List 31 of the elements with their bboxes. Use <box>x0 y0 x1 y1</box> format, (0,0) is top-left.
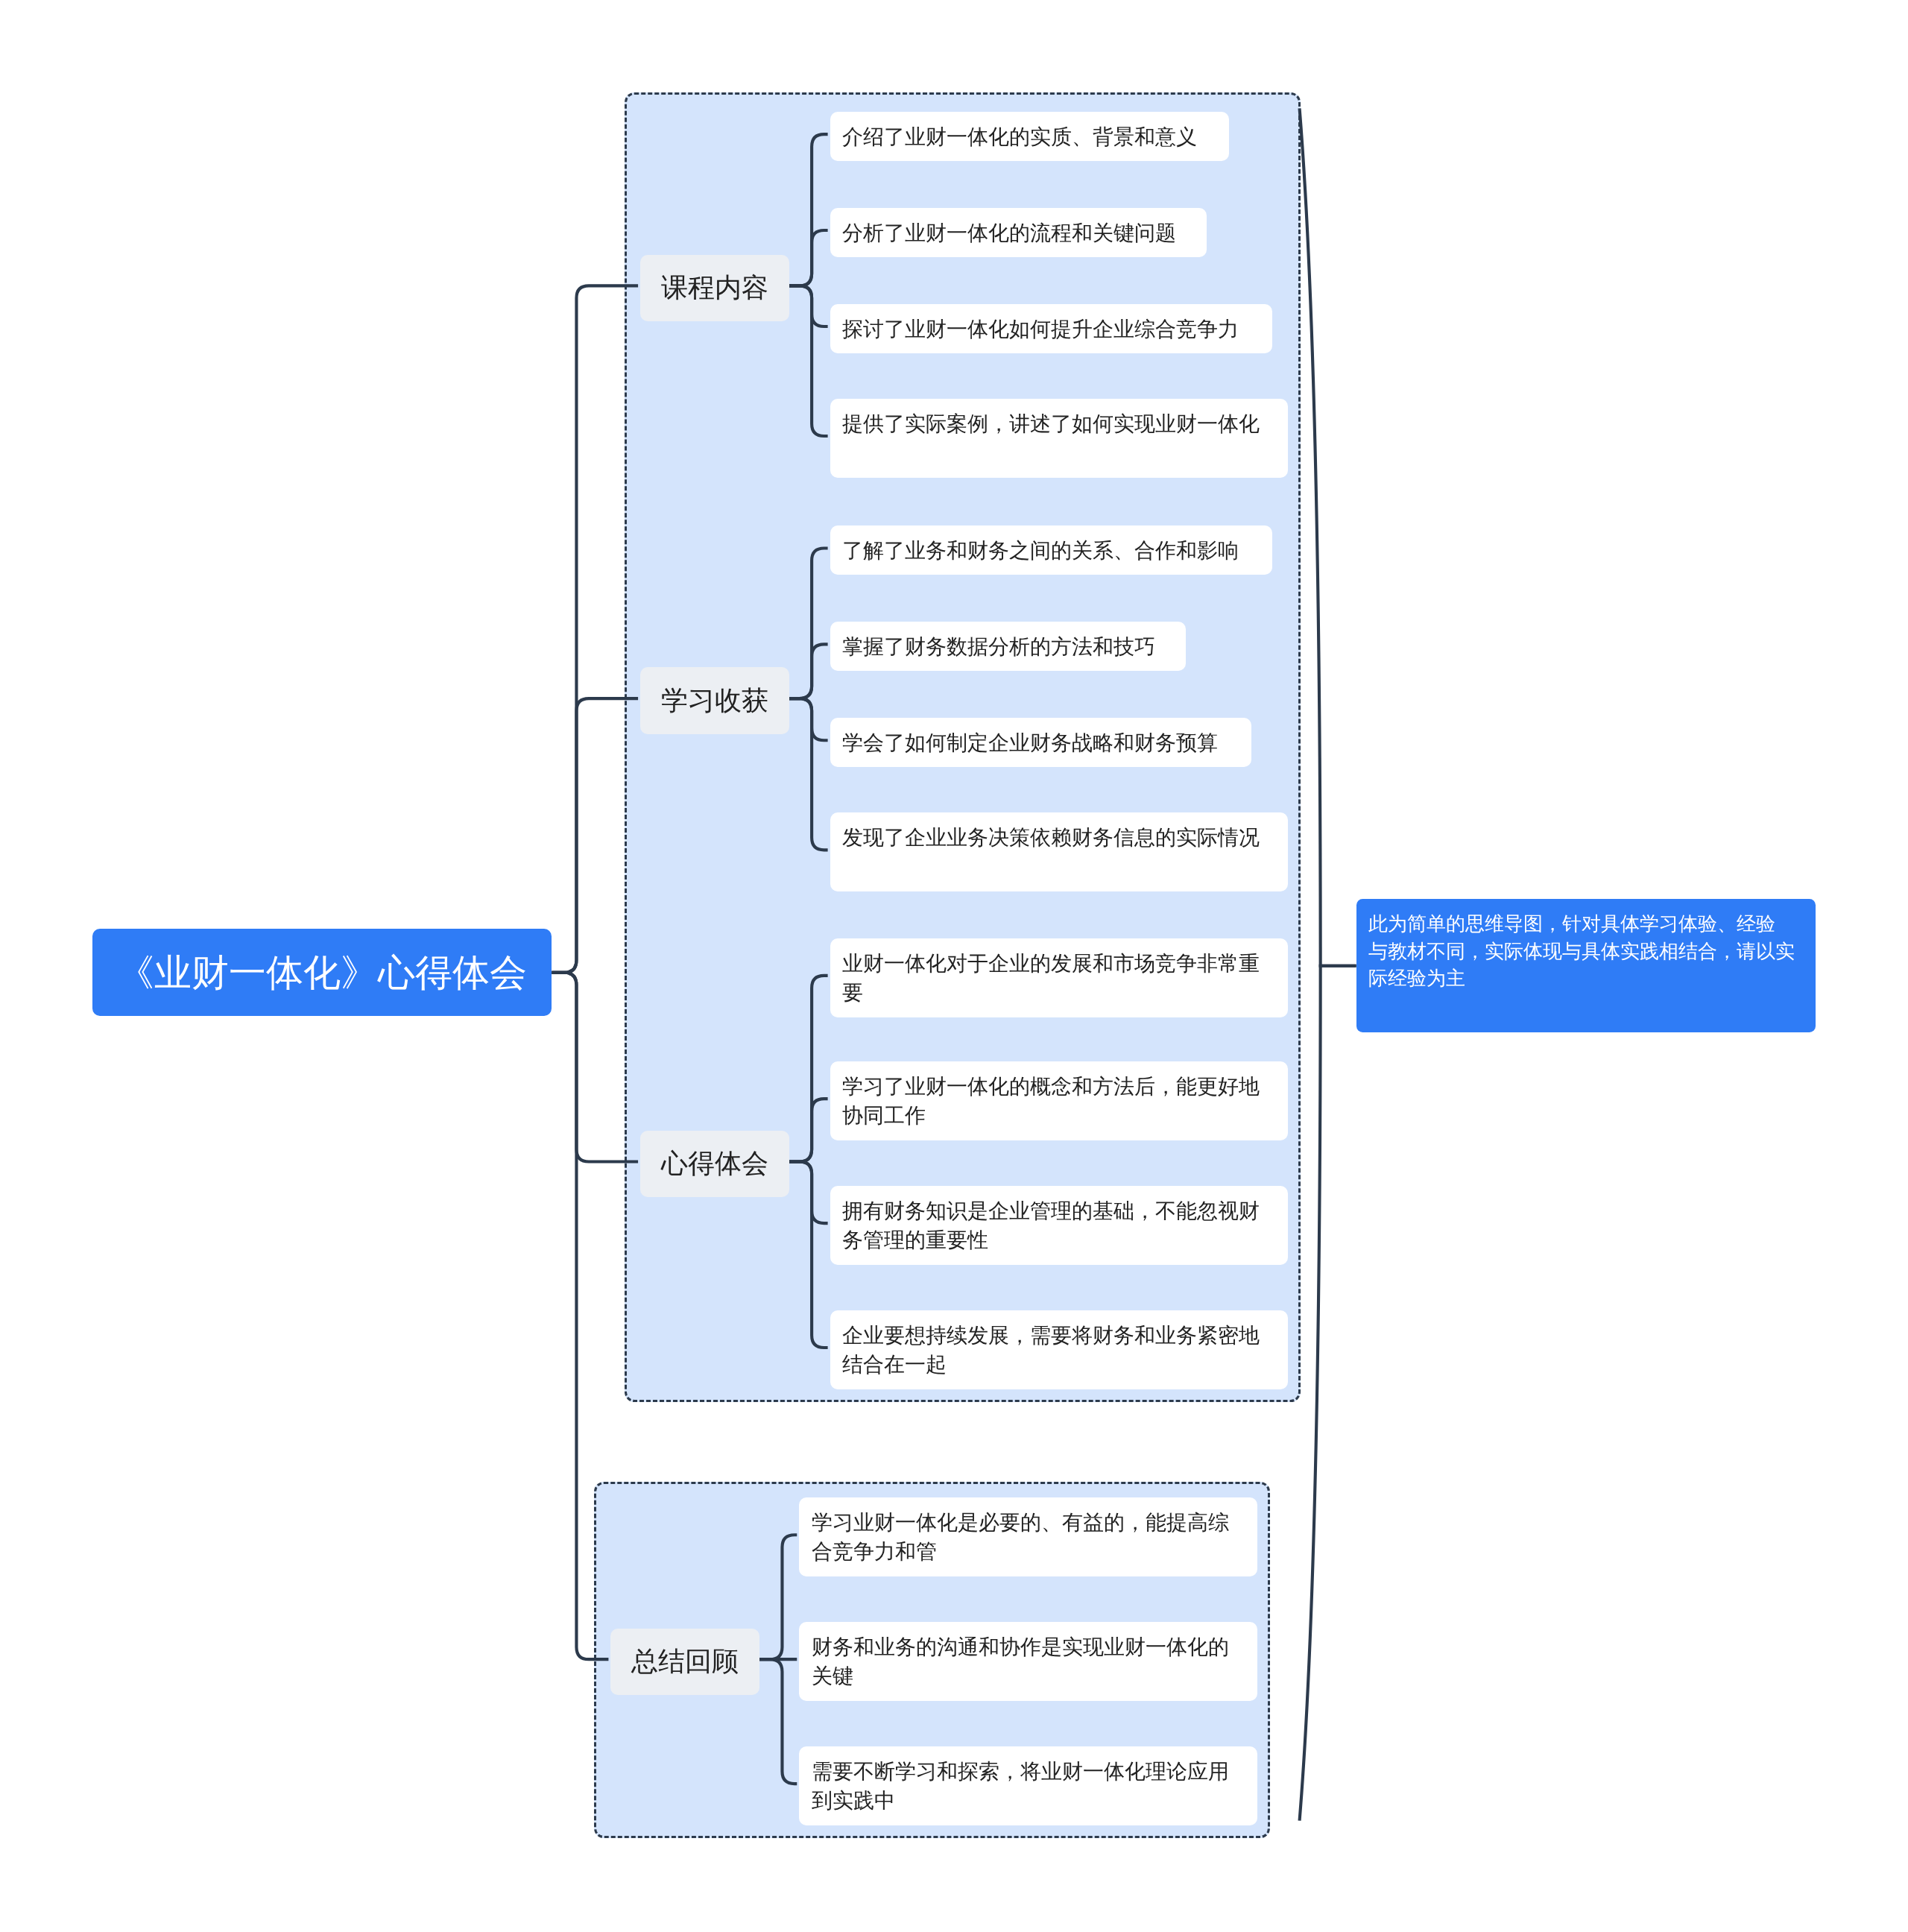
subtopic-box: 分析了业财一体化的流程和关键问题 <box>830 207 1207 258</box>
connector-line <box>787 1160 828 1350</box>
connector-line <box>757 1658 797 1786</box>
summary-bracket <box>1298 964 1356 1821</box>
subtopic-box: 发现了企业业务决策依赖财务信息的实际情况 <box>830 812 1289 892</box>
subtopic-box: 学会了如何制定企业财务战略和财务预算 <box>830 718 1251 768</box>
subtopic-box: 介绍了业财一体化的实质、背景和意义 <box>830 112 1230 162</box>
topic-box: 总结回顾 <box>610 1628 760 1695</box>
subtopic-box: 掌握了财务数据分析的方法和技巧 <box>830 622 1187 672</box>
subtopic-box: 了解了业务和财务之间的关系、合作和影响 <box>830 525 1272 575</box>
subtopic-box: 需要不断学习和探索，将业财一体化理论应用到实践中 <box>799 1746 1258 1825</box>
connector-line <box>787 697 828 852</box>
topic-box: 心得体会 <box>640 1130 790 1198</box>
connector-line <box>552 970 609 1661</box>
subtopic-box: 学习了业财一体化的概念和方法后，能更好地协同工作 <box>830 1061 1289 1141</box>
note-text: 此为简单的思维导图，针对具体学习体验、经验 <box>1368 911 1777 937</box>
note-text: 与教材不同，实际体现与具体实践相结合，请以实际经验为主 <box>1368 938 1796 991</box>
note-box <box>1356 899 1816 1032</box>
subtopic-box: 财务和业务的沟通和协作是实现业财一体化的关键 <box>799 1622 1258 1702</box>
subtopic-box: 拥有财务知识是企业管理的基础，不能忽视财务管理的重要性 <box>830 1186 1289 1265</box>
subtopic-box: 学习业财一体化是必要的、有益的，能提高综合竞争力和管 <box>799 1497 1258 1577</box>
root-topic-box: 《业财一体化》心得体会 <box>92 929 552 1017</box>
topic-box: 课程内容 <box>640 254 790 321</box>
connector-line <box>787 284 828 438</box>
dashed-group-box <box>624 92 1301 1402</box>
subtopic-box: 企业要想持续发展，需要将财务和业务紧密地结合在一起 <box>830 1310 1289 1389</box>
topic-box: 学习收获 <box>640 667 790 734</box>
dashed-group-box <box>593 1482 1270 1838</box>
subtopic-box: 业财一体化对于企业的发展和市场竞争非常重要 <box>830 938 1289 1017</box>
subtopic-box: 探讨了业财一体化如何提升企业综合竞争力 <box>830 303 1272 353</box>
subtopic-box: 提供了实际案例，讲述了如何实现业财一体化 <box>830 399 1289 478</box>
